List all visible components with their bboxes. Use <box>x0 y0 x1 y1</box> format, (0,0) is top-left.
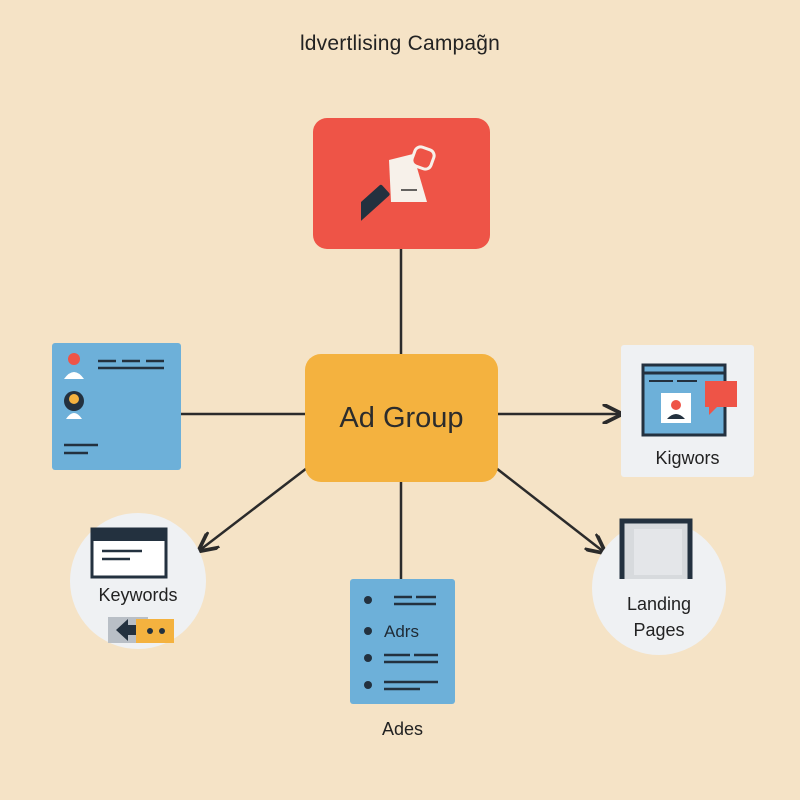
ad-group-node[interactable]: Ad Group <box>305 354 498 482</box>
keywords-node[interactable]: Keywords <box>70 513 206 649</box>
list-document-icon <box>364 595 438 691</box>
keywords-label: Keywords <box>98 585 178 605</box>
campaign-node[interactable] <box>313 118 490 249</box>
right-card[interactable]: Kigwors <box>621 345 754 477</box>
landing-pages-label: Landing Pages <box>592 591 726 643</box>
page-frame-icon <box>619 518 693 579</box>
landing-label-line2: Pages <box>633 620 685 640</box>
ads-caption: Ades <box>381 719 424 739</box>
browser-window-icon <box>90 527 168 579</box>
ad-group-label: Ad Group <box>339 401 464 434</box>
browser-profile-icon <box>641 363 737 437</box>
audience-list-icon <box>64 353 164 455</box>
link-adgroup-landing <box>495 467 604 552</box>
diagram-title: ldvertlising Campag̃n <box>299 32 501 55</box>
landing-pages-node[interactable]: Landing Pages <box>592 518 726 655</box>
audience-card[interactable] <box>52 343 181 470</box>
tag-arrow-icon <box>108 617 174 643</box>
link-adgroup-keywords <box>200 467 308 550</box>
landing-label-line1: Landing <box>626 594 692 614</box>
megaphone-icon <box>361 145 436 224</box>
right-card-label: Kigwors <box>655 448 720 468</box>
ads-card[interactable]: Adrs <box>350 579 455 704</box>
ads-inner-label: Adrs <box>384 622 419 641</box>
